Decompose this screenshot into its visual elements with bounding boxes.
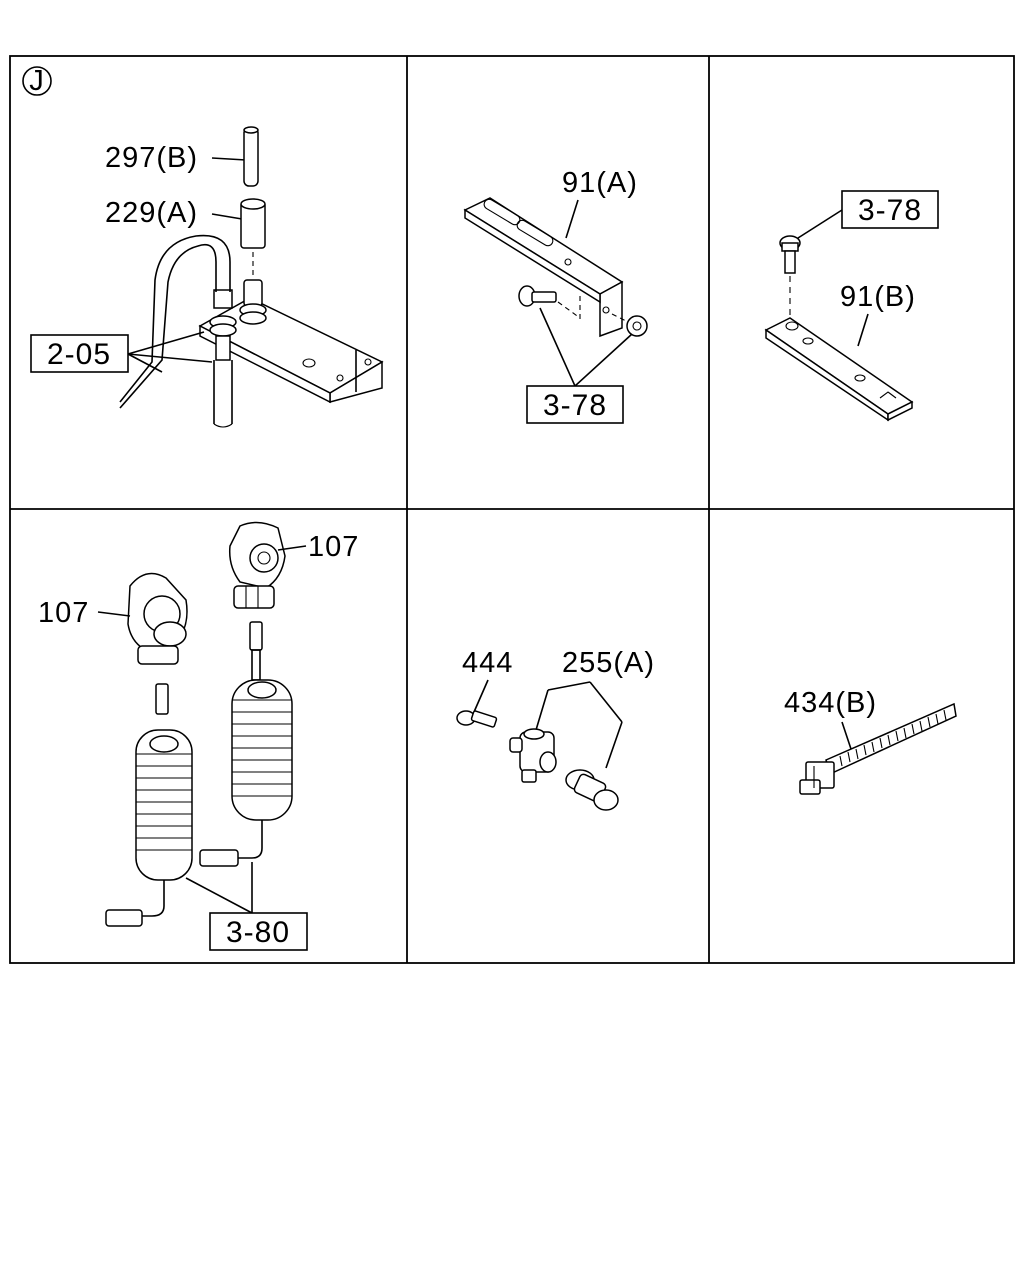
cell-bottom-right: 434(B) — [784, 687, 957, 795]
cell-top-left: J 297(B) 229(A) — [22, 65, 384, 428]
cell-bottom-middle: 444 255(A) — [456, 647, 655, 811]
part-coil-left — [105, 683, 193, 927]
label-297b: 297(B) — [105, 142, 198, 174]
label-107-left: 107 — [38, 597, 89, 629]
ref-box-3-78-right-label: 3-78 — [858, 194, 922, 227]
part-sleeve-229a — [240, 198, 266, 278]
cell-top-middle: 91(A) 3-78 — [463, 167, 648, 424]
label-91b: 91(B) — [840, 281, 916, 313]
cell-top-right: 3-78 91(B) — [764, 190, 939, 422]
part-coupling-107-left — [127, 572, 188, 665]
label-444: 444 — [462, 647, 513, 679]
label-107-right: 107 — [308, 531, 359, 563]
part-bracket-91a — [463, 197, 624, 338]
ref-box-3-78-right[interactable] — [841, 190, 939, 229]
part-pipe-297b — [243, 126, 259, 187]
label-229a: 229(A) — [105, 197, 198, 229]
part-bolt-444 — [456, 710, 498, 728]
ref-box-2-05[interactable] — [30, 334, 129, 373]
label-91a: 91(A) — [562, 167, 638, 199]
diagram-grid — [9, 55, 1015, 964]
part-bolt — [779, 235, 801, 318]
part-pipes — [119, 234, 233, 428]
part-tee-connector — [509, 728, 557, 783]
part-plug — [565, 769, 619, 811]
part-cable-tie-434b — [799, 702, 957, 795]
part-coil-right — [199, 621, 293, 867]
part-plate-91b — [764, 317, 914, 422]
section-marker: J — [29, 65, 45, 97]
part-coupling-107-right — [228, 521, 286, 609]
ref-box-3-80-label: 3-80 — [226, 916, 290, 949]
label-434b: 434(B) — [784, 687, 877, 719]
part-fitting-pair — [209, 279, 267, 361]
ref-box-3-80[interactable] — [209, 912, 308, 951]
ref-box-2-05-label: 2-05 — [47, 338, 111, 371]
part-bolt-left — [518, 285, 581, 320]
ref-box-3-78-middle[interactable] — [526, 385, 624, 424]
section-marker-circle — [22, 66, 52, 96]
part-nut-right — [611, 313, 648, 337]
cell-bottom-left: 107 107 — [38, 521, 359, 951]
ref-box-3-78-middle-label: 3-78 — [543, 389, 607, 422]
label-255a: 255(A) — [562, 647, 655, 679]
